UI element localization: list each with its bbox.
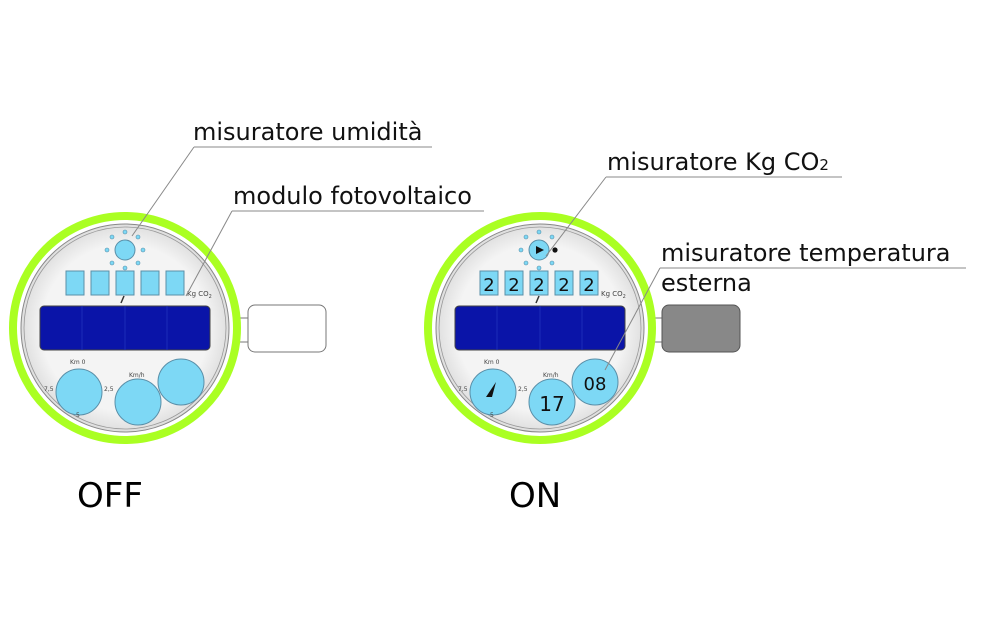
co2-digit: 2: [483, 275, 494, 296]
pv-module-label: modulo fotovoltaico: [233, 182, 472, 210]
co2-digit: 2: [558, 275, 569, 296]
off-co2-unit: Kg CO2: [187, 290, 212, 300]
on-tick-5: 5: [490, 412, 494, 419]
co2-digit: 2: [583, 275, 594, 296]
co2-digit: 2: [533, 275, 544, 296]
temperature-meter-label-line1: misuratore temperatura: [661, 239, 951, 267]
on-tick-7-5: 7,5: [458, 386, 468, 393]
off-humidity-sensor-icon: [104, 229, 146, 271]
off-kmh-label: Km/h: [129, 372, 145, 379]
co2-meter-subscript: 2: [819, 156, 829, 174]
off-co2-display: [65, 270, 185, 296]
on-km0-label: Km 0: [484, 359, 500, 366]
on-co2-display: 2 2 2 2 2: [479, 270, 599, 296]
co2-meter-text: misuratore Kg CO: [607, 148, 820, 176]
off-callout-lines: [131, 146, 484, 297]
on-temperature-sensor-box: [661, 304, 741, 353]
off-tick-5: 5: [76, 412, 80, 419]
speed-reading: 17: [539, 392, 564, 416]
co2-digit: 2: [508, 275, 519, 296]
on-tick-2-5: 2,5: [518, 386, 528, 393]
off-temperature-sensor-box: [247, 304, 327, 353]
on-callout-lines: [545, 176, 966, 371]
on-pv-module: [454, 305, 626, 351]
on-co2-unit: Kg CO2: [601, 290, 626, 300]
off-state-label: OFF: [77, 476, 143, 516]
humidity-meter-label: misuratore umidità: [193, 118, 423, 146]
on-humidity-sensor-icon: [518, 229, 558, 271]
off-tick-7-5: 7,5: [44, 386, 54, 393]
speedometer-needle-icon: [486, 382, 496, 397]
temperature-meter-label-line2: esterna: [661, 269, 752, 297]
co2-meter-label: misuratore Kg CO2: [607, 150, 829, 174]
device-on: 2 2 2 2 2 Kg CO2 17 08 Km 0 7,5: [424, 212, 741, 444]
on-kmh-label: Km/h: [543, 372, 559, 379]
off-pv-module: [39, 305, 211, 351]
play-icon: [536, 246, 544, 254]
off-tick-2-5: 2,5: [104, 386, 114, 393]
on-state-label: ON: [509, 476, 562, 516]
device-off: Kg CO2 Km 0 7,5 2,5 5 Km/h: [9, 212, 327, 444]
on-outer-ring: [424, 212, 656, 444]
temperature-reading: 08: [584, 374, 607, 395]
off-dials: [55, 358, 205, 426]
off-outer-ring: [9, 212, 241, 444]
off-km0-label: Km 0: [70, 359, 86, 366]
